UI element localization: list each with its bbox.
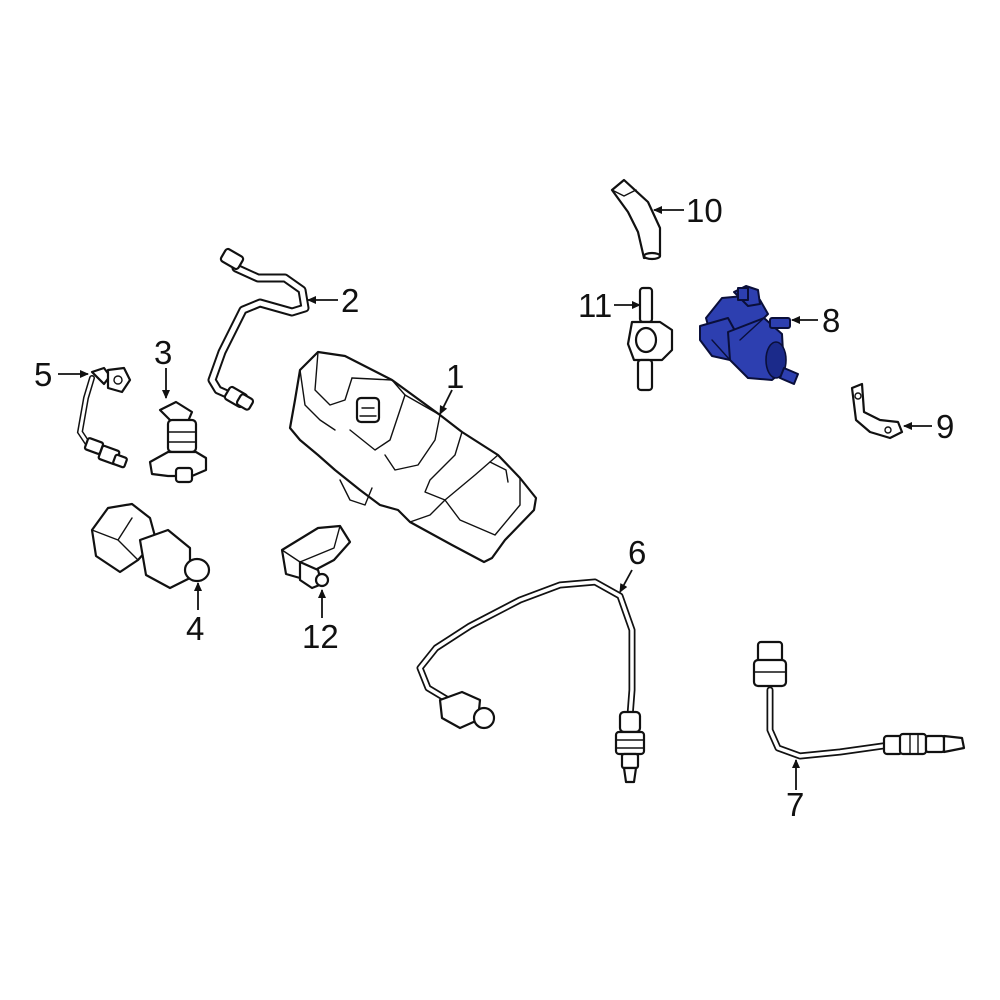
callout-number-9: 9 xyxy=(936,408,954,445)
callout-number-6: 6 xyxy=(628,534,646,571)
callout-number-5: 5 xyxy=(34,356,52,393)
part-12-map-sensor[interactable] xyxy=(280,524,352,590)
callout-number-2: 2 xyxy=(341,282,359,319)
callout-4: 4 xyxy=(186,582,204,647)
callout-number-4: 4 xyxy=(186,610,204,647)
part-4-solenoid[interactable] xyxy=(90,502,211,590)
callout-number-3: 3 xyxy=(154,334,172,371)
part-2-metal-line[interactable] xyxy=(207,247,310,411)
callout-5: 5 xyxy=(34,356,89,393)
callout-number-1: 1 xyxy=(446,358,464,395)
part-6-oxygen-sensor[interactable] xyxy=(416,578,646,784)
part-3-valve[interactable] xyxy=(148,400,208,484)
callout-3: 3 xyxy=(154,334,172,399)
callout-1: 1 xyxy=(439,358,464,415)
callout-10: 10 xyxy=(653,192,723,229)
callout-12: 12 xyxy=(302,589,339,655)
callout-9: 9 xyxy=(903,408,954,445)
part-5-sensor[interactable] xyxy=(76,366,132,469)
callout-11: 11 xyxy=(578,287,641,324)
part-10-hose[interactable] xyxy=(610,178,662,261)
callout-8: 8 xyxy=(791,302,840,339)
callout-number-10: 10 xyxy=(686,192,723,229)
part-8-purge-solenoid[interactable] xyxy=(699,285,799,385)
callout-number-11: 11 xyxy=(578,287,612,324)
callout-2: 2 xyxy=(307,282,359,319)
part-1-housing[interactable] xyxy=(288,350,538,564)
callout-7: 7 xyxy=(786,759,804,823)
part-9-bracket[interactable] xyxy=(850,382,904,440)
part-11-check-valve[interactable] xyxy=(626,286,674,392)
callout-6: 6 xyxy=(619,534,646,593)
callout-number-7: 7 xyxy=(786,786,804,823)
part-7-oxygen-sensor[interactable] xyxy=(752,640,966,760)
callout-number-12: 12 xyxy=(302,618,339,655)
callout-number-8: 8 xyxy=(822,302,840,339)
